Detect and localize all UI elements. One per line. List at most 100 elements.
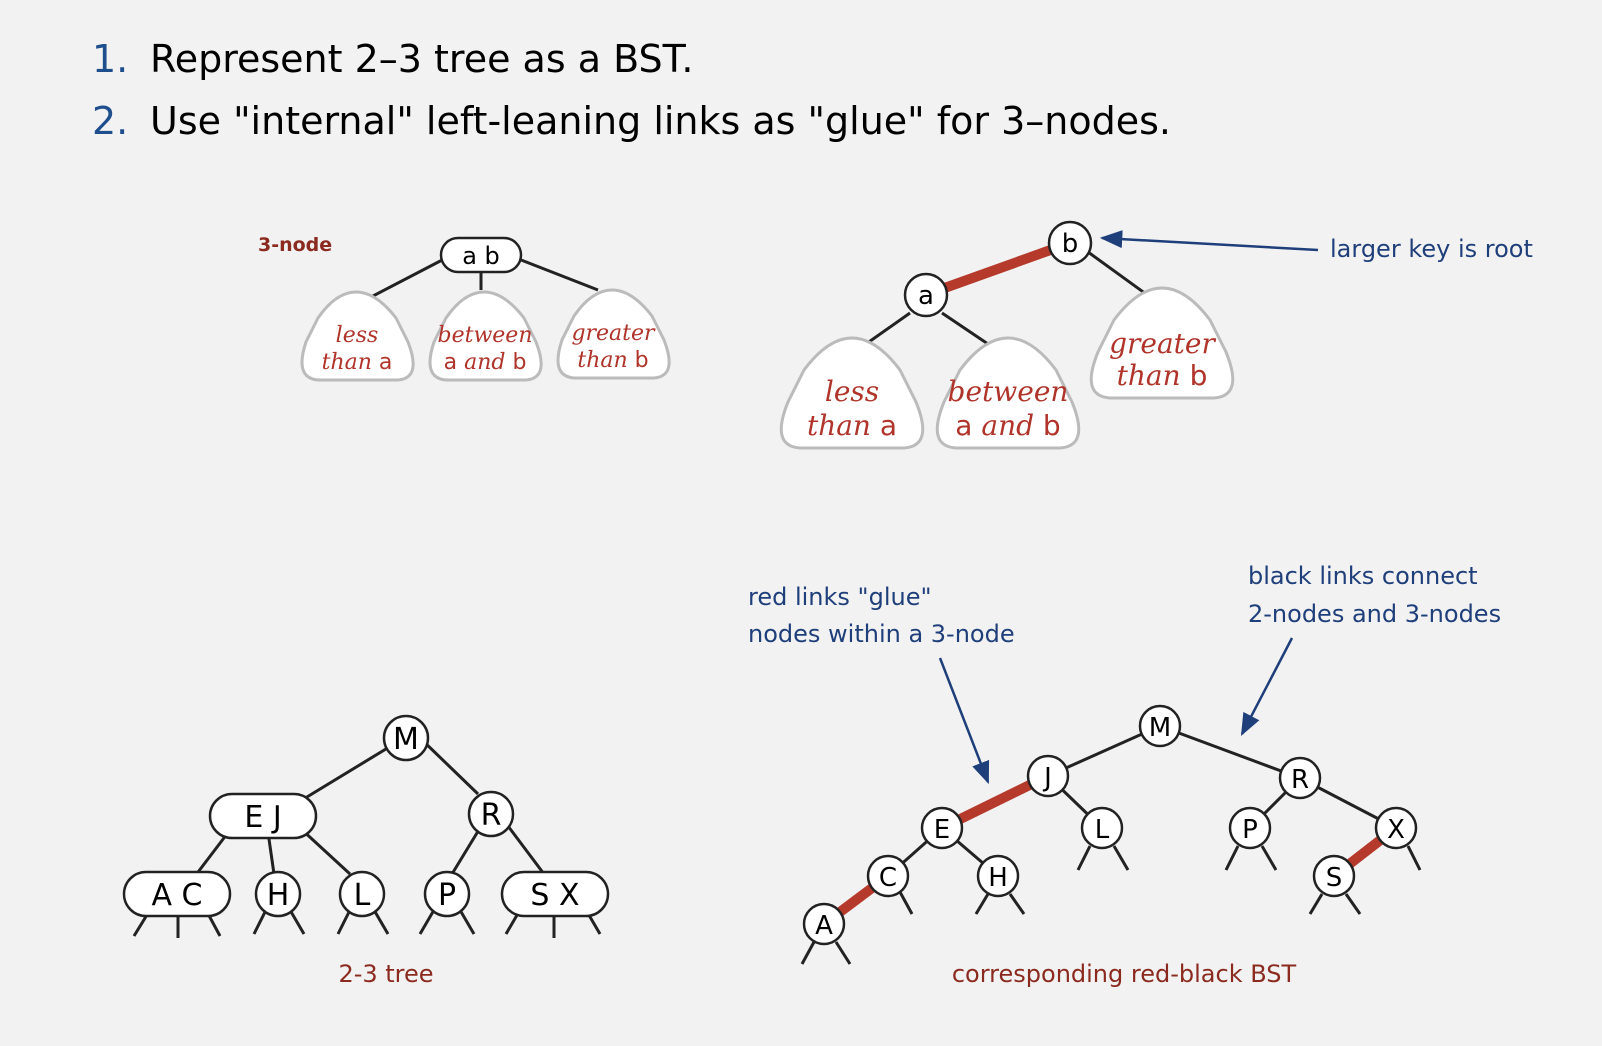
link (372, 256, 447, 298)
subtree-text: between (438, 323, 533, 348)
subtree-shape (556, 288, 671, 380)
three-node-keys: a b (462, 242, 500, 270)
node-r (467, 790, 515, 838)
bullet-item: 1.Represent 2–3 tree as a BST. (92, 28, 1171, 90)
node-key: M (393, 722, 419, 757)
node-s (1312, 854, 1356, 898)
node-key: H (267, 878, 290, 913)
node-b (1047, 220, 1093, 266)
subtree-text: between (948, 375, 1069, 408)
node-j (1026, 754, 1070, 798)
null-link (418, 909, 436, 935)
null-link (1076, 845, 1092, 871)
node-h (254, 870, 302, 918)
node-key: C (879, 863, 897, 893)
black-link-note: black links connect (1248, 562, 1478, 590)
node-a (903, 272, 949, 318)
node-key: P (1242, 815, 1258, 845)
subtree-text: greater (571, 321, 656, 346)
node-key: M (1149, 713, 1171, 743)
bullet-list: 1.Represent 2–3 tree as a BST. 2. Use "in… (92, 28, 1171, 152)
null-link (1344, 893, 1362, 915)
subtree-text: less (825, 375, 879, 408)
node-x (1374, 806, 1418, 850)
null-link (336, 909, 352, 935)
bullet-number: 2. (92, 99, 129, 143)
node-key: X (1387, 815, 1405, 845)
node-ej (208, 792, 318, 840)
null-link (898, 891, 914, 915)
node-key: P (438, 878, 456, 913)
black-link-note: 2-nodes and 3-nodes (1248, 600, 1501, 628)
null-link (372, 909, 390, 935)
null-link (1112, 845, 1130, 871)
null-link (252, 909, 268, 935)
node-p (1228, 806, 1272, 850)
node-l (1080, 806, 1124, 850)
red-black-bst: red links "glue" nodes within a 3-node b… (748, 562, 1501, 988)
node-a (802, 902, 846, 946)
bst-node-diagram: b a less than a between a and b greater … (779, 220, 1533, 450)
red-link (923, 238, 1072, 300)
null-link (834, 941, 852, 965)
null-link (1308, 893, 1324, 915)
node-key: H (988, 863, 1008, 893)
null-link (800, 941, 816, 965)
node-key: E (934, 815, 950, 845)
subtree-shape (935, 336, 1081, 450)
node-key: a (918, 281, 934, 311)
null-link (974, 893, 990, 915)
null-link (1406, 845, 1422, 871)
two-three-tree: M E J R A C H L P S X 2-3 tree (122, 714, 610, 988)
node-key: L (354, 878, 371, 913)
three-node-label: 3-node (258, 234, 332, 256)
subtree-text: a and b (444, 350, 527, 375)
link (450, 827, 482, 875)
link (865, 311, 911, 346)
null-link (458, 909, 476, 935)
tree-caption: corresponding red-black BST (952, 960, 1297, 988)
node-p (423, 870, 471, 918)
note-arrow (938, 657, 990, 785)
node-key: S X (530, 878, 579, 913)
node-key: A C (151, 878, 202, 913)
node-key: b (1062, 229, 1079, 259)
node-key: L (1095, 815, 1110, 845)
bullet-text: Use "internal" left-leaning links as "gl… (150, 99, 1171, 143)
subtree-shape (428, 290, 543, 382)
null-link (288, 909, 306, 935)
tree-caption: 2-3 tree (338, 960, 433, 988)
link (506, 825, 546, 875)
subtree-text: than b (577, 348, 648, 373)
subtree-shape (779, 336, 925, 450)
node-h (976, 854, 1020, 898)
node-l (338, 870, 386, 918)
bullet-item: 2. Use "internal" left-leaning links as "… (92, 90, 1171, 152)
link (1087, 250, 1147, 296)
node-c (866, 854, 910, 898)
callout-arrow (1099, 230, 1319, 252)
link (941, 311, 989, 346)
subtree-text: a and b (955, 409, 1060, 442)
node-ac (122, 870, 232, 918)
node-key: R (481, 798, 502, 833)
node-key: R (1291, 765, 1309, 795)
bullet-text: Represent 2–3 tree as a BST. (150, 37, 694, 81)
node-sx (500, 870, 610, 918)
node-m (382, 714, 430, 762)
link (298, 826, 352, 876)
three-node-box (439, 236, 523, 274)
subtree-shape (1089, 286, 1235, 400)
node-r (1278, 756, 1322, 800)
node-key: J (1042, 763, 1052, 793)
note-arrow (1240, 637, 1294, 736)
subtree-text: than a (322, 350, 393, 375)
red-link-note: red links "glue" (748, 583, 932, 611)
subtree-text: greater (1109, 327, 1216, 360)
null-link (1224, 845, 1240, 871)
callout-text: larger key is root (1330, 235, 1533, 263)
link (1159, 724, 1301, 780)
subtree-shape (300, 290, 415, 382)
null-link (1260, 845, 1278, 871)
